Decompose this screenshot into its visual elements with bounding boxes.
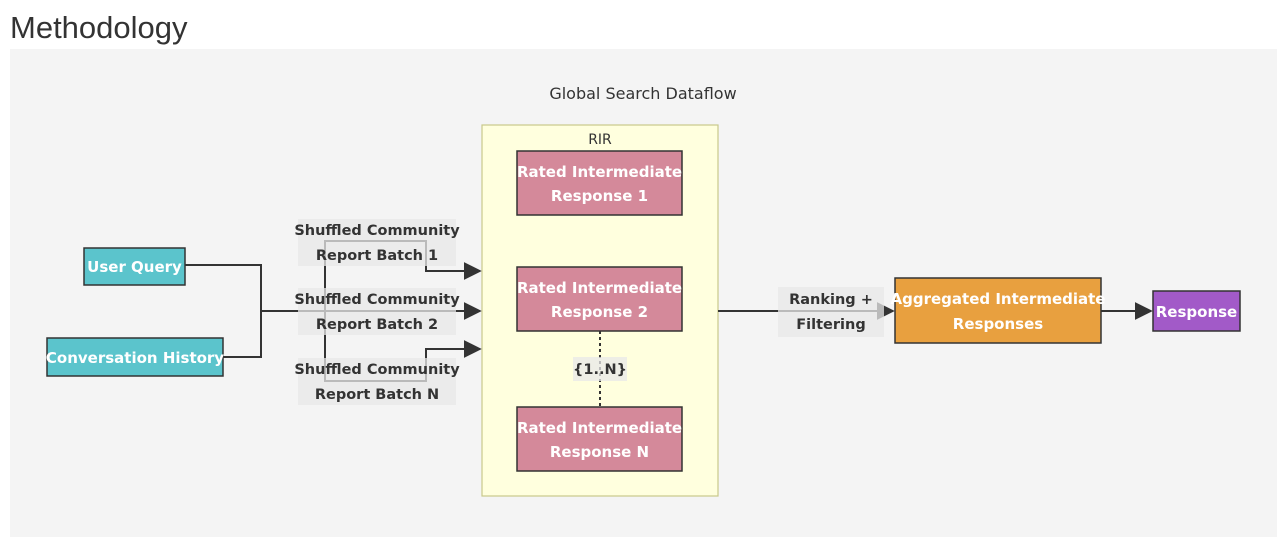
node-rir-1-line-1: Rated Intermediate xyxy=(517,163,682,181)
node-aggregated-box xyxy=(894,277,1102,344)
edge-label-ranking-line-2: Filtering xyxy=(796,317,865,333)
node-rir-2-line-1: Rated Intermediate xyxy=(517,279,682,297)
node-aggregated-line-1: Aggregated Intermediate xyxy=(891,290,1106,308)
edge-label-batch-1-line-1: Shuffled Community xyxy=(294,223,460,239)
edge-label-batch-1-line-2: Report Batch 1 xyxy=(316,248,438,264)
edge-label-batch-n-line-1: Shuffled Community xyxy=(294,362,460,378)
node-rir-n-box xyxy=(516,406,683,472)
node-response-label: Response xyxy=(1156,303,1237,321)
diagram-title: Global Search Dataflow xyxy=(549,84,736,103)
edge-label-ranking: Ranking + Filtering xyxy=(778,287,884,337)
node-rir-n-line-1: Rated Intermediate xyxy=(517,419,682,437)
edge-label-batch-n: Shuffled Community Report Batch N xyxy=(294,358,460,405)
node-response-box xyxy=(1152,290,1241,332)
node-rir-1-line-2: Response 1 xyxy=(551,187,648,205)
node-user-query[interactable]: User Query xyxy=(83,247,186,286)
edge-conversation-history-to-merge xyxy=(223,311,262,358)
node-rir-n[interactable]: Rated Intermediate Response N xyxy=(516,406,683,472)
page-title: Methodology xyxy=(10,10,188,45)
node-conversation-history-label: Conversation History xyxy=(46,349,224,367)
edge-label-batch-2-line-1: Shuffled Community xyxy=(294,292,460,308)
node-rir-2-line-2: Response 2 xyxy=(551,303,648,321)
edge-label-ranking-bg xyxy=(778,287,884,337)
rir-cluster-label: RIR xyxy=(588,132,612,148)
diagram-canvas: Global Search Dataflow RIR Shuffled Comm… xyxy=(10,49,1277,537)
edge-label-ranking-line-1: Ranking + xyxy=(789,292,873,308)
node-rir-2-box xyxy=(516,266,683,332)
node-user-query-box xyxy=(83,247,186,286)
edge-label-range-bg xyxy=(573,357,627,381)
edge-label-batch-n-bg xyxy=(298,358,456,405)
node-aggregated-line-2: Responses xyxy=(953,315,1043,333)
edge-user-query-to-merge xyxy=(185,264,280,312)
node-conversation-history-box xyxy=(46,337,224,377)
edge-label-batch-2-line-2: Report Batch 2 xyxy=(316,317,438,333)
edge-label-batch-1-bg xyxy=(298,219,456,266)
node-rir-1-box xyxy=(516,150,683,216)
node-response[interactable]: Response xyxy=(1152,290,1241,332)
node-rir-n-line-2: Response N xyxy=(550,443,649,461)
node-rir-2[interactable]: Rated Intermediate Response 2 xyxy=(516,266,683,332)
edge-label-range: {1..N} xyxy=(573,357,627,381)
node-conversation-history[interactable]: Conversation History xyxy=(46,337,224,377)
edge-label-batch-n-line-2: Report Batch N xyxy=(315,387,439,403)
edge-label-batch-1: Shuffled Community Report Batch 1 xyxy=(294,219,460,266)
node-user-query-label: User Query xyxy=(87,258,182,276)
edge-label-range-text: {1..N} xyxy=(573,362,627,378)
edge-label-batch-2: Shuffled Community Report Batch 2 xyxy=(294,288,460,335)
edge-label-batch-2-bg xyxy=(298,288,456,335)
node-aggregated-intermediate-responses[interactable]: Aggregated Intermediate Responses xyxy=(891,277,1106,344)
node-rir-1[interactable]: Rated Intermediate Response 1 xyxy=(516,150,683,216)
global-search-dataflow-diagram: Global Search Dataflow RIR Shuffled Comm… xyxy=(46,84,1241,497)
